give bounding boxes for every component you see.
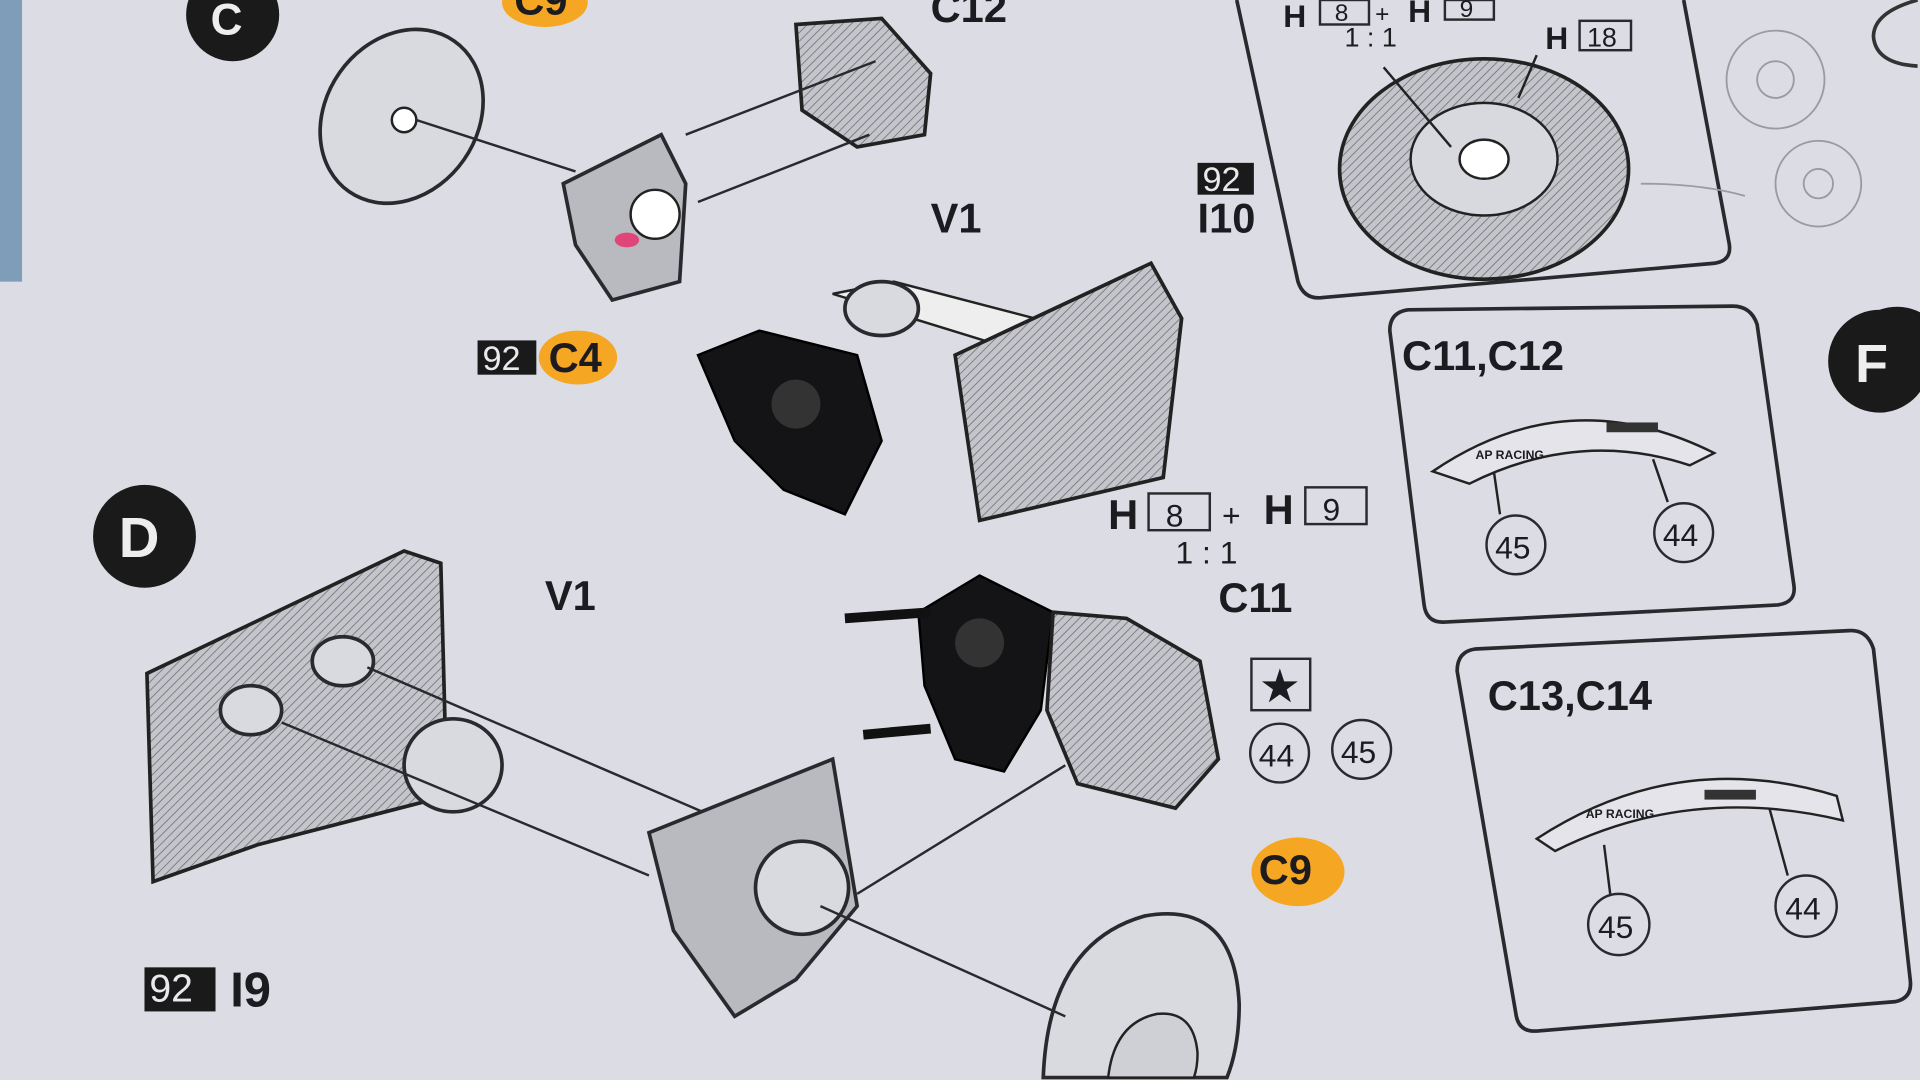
decal-panel-1-right: 44 xyxy=(1663,517,1698,553)
paint-h8-letter: H xyxy=(1108,491,1138,538)
decal-panel-1-title: C11,C12 xyxy=(1402,332,1564,379)
panel-paint-ratio: 1 : 1 xyxy=(1344,23,1396,53)
decal-45: 45 xyxy=(1341,734,1376,770)
decal-panel-2-title: C13,C14 xyxy=(1488,672,1652,719)
pencil-sketch xyxy=(1640,29,1863,228)
decal-panel-2-left: 45 xyxy=(1598,909,1633,945)
plastic-upright-part-2 xyxy=(917,574,1055,773)
panel-h18-letter: H xyxy=(1545,20,1568,56)
paint-h8-number: 8 xyxy=(1166,498,1184,534)
ap-racing-logo: AP RACING xyxy=(1476,448,1544,462)
decal-panel-c13-c14: C13,C14 AP RACING 45 44 xyxy=(1455,628,1913,1033)
step-c-letter: C xyxy=(211,0,243,44)
ap-racing-logo-2: AP RACING xyxy=(1586,807,1654,821)
decal-panel-c11-c12: C11,C12 AP RACING 45 44 xyxy=(1387,304,1796,624)
label-c4: C4 xyxy=(549,334,602,381)
panel-paint-plus: + xyxy=(1375,1,1389,28)
label-c12: C12 xyxy=(931,0,1007,31)
cutting-mat-edge xyxy=(0,0,23,282)
step-d-badge xyxy=(93,484,196,588)
step-c-badge xyxy=(186,0,280,62)
label-i10: I10 xyxy=(1198,195,1256,242)
step-f-letter: F xyxy=(1855,334,1888,394)
paint-plus: + xyxy=(1222,498,1241,534)
paint-mark xyxy=(614,232,640,248)
label-c9-top: C9 xyxy=(514,0,567,24)
panel-paint-h9-letter: H xyxy=(1408,0,1431,29)
label-i9-code: 92 xyxy=(149,968,193,1011)
highlight-mark xyxy=(502,0,588,27)
step-d: D V1 92 I9 C11 H 8 + H 9 1 : 1 ★ 44 45 C… xyxy=(93,484,1393,1080)
panel-paint-h8-number: 8 xyxy=(1335,0,1349,27)
bushing-v1-d xyxy=(402,716,504,814)
decal-panel-2-right: 44 xyxy=(1785,891,1820,927)
step-f-badge xyxy=(1828,306,1920,413)
decal-44: 44 xyxy=(1259,738,1294,774)
label-c11: C11 xyxy=(1218,574,1292,621)
step-c: C C9 C12 V1 92 I10 92 C4 xyxy=(186,0,1256,523)
step-d-letter: D xyxy=(119,506,160,569)
star-icon: ★ xyxy=(1261,662,1298,709)
panel-paint-h8-letter: H xyxy=(1283,0,1306,34)
panel-paint-h9-number: 9 xyxy=(1460,0,1474,23)
label-i10-code: 92 xyxy=(1202,161,1240,199)
label-c9: C9 xyxy=(1259,846,1312,893)
caliper-c11 xyxy=(1045,610,1221,811)
paint-h9-letter: H xyxy=(1264,486,1294,533)
paint-h9-number: 9 xyxy=(1322,491,1340,527)
upright-d xyxy=(646,756,860,1019)
caliper-decal-outline-2 xyxy=(1534,777,1845,853)
label-c4-code: 92 xyxy=(482,340,520,378)
decal-star-icon xyxy=(1250,657,1312,712)
panel-h18-number: 18 xyxy=(1587,23,1617,53)
upright-c4 xyxy=(561,132,688,303)
brake-disc-paint-panel: H 8 + H 9 1 : 1 H 18 xyxy=(1234,0,1732,300)
label-v1-d: V1 xyxy=(545,572,596,619)
caliper-decal-outline xyxy=(1429,419,1718,485)
bracket-i10 xyxy=(953,260,1184,523)
bushing-v1 xyxy=(843,279,921,338)
label-i9: I9 xyxy=(230,964,271,1018)
caliper-c12 xyxy=(793,16,933,149)
paint-ratio: 1 : 1 xyxy=(1176,534,1238,570)
decal-panel-1-left: 45 xyxy=(1495,529,1530,565)
label-v1-c: V1 xyxy=(931,195,982,242)
